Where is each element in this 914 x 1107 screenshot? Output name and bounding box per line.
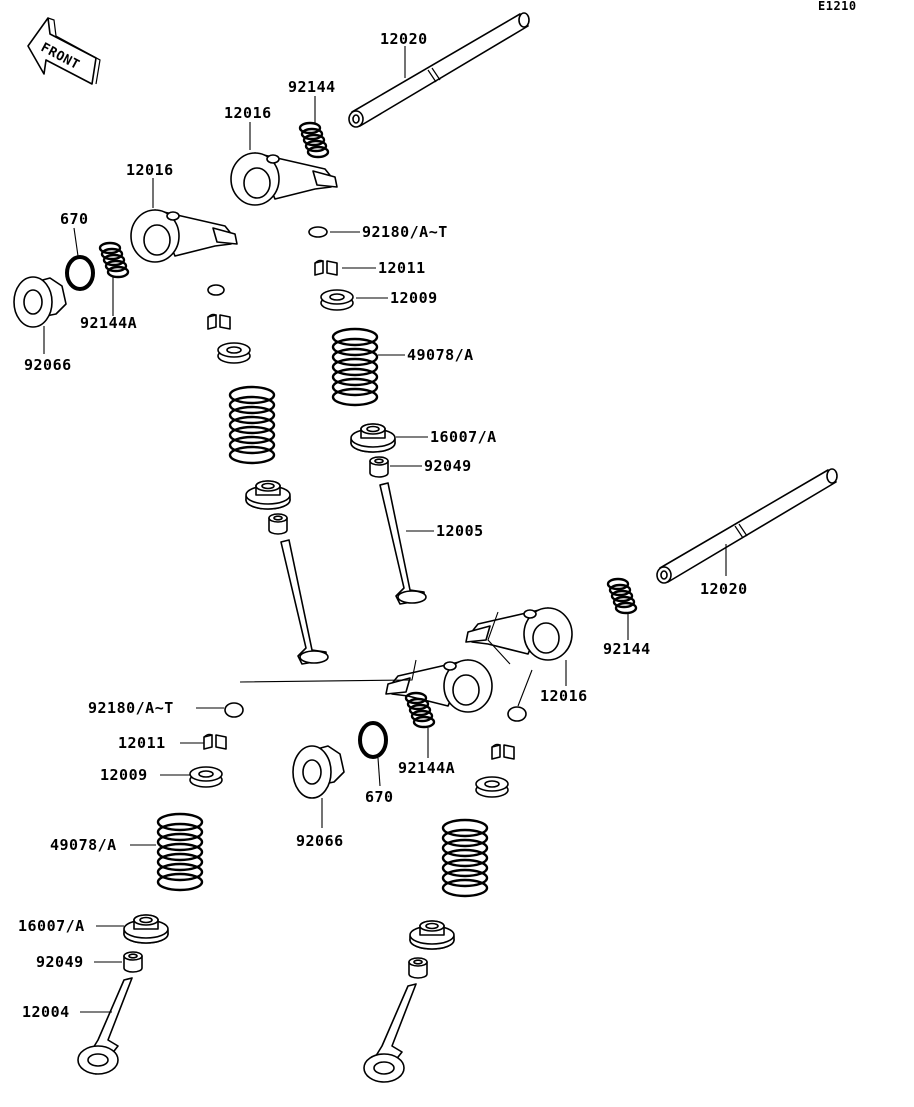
label-92144-lower: 92144 xyxy=(603,640,651,658)
stem-seal-left xyxy=(268,513,288,535)
keeper-lower xyxy=(203,733,227,750)
shim-lower-right xyxy=(507,706,527,722)
stem-seal-lower-left xyxy=(123,951,143,973)
valve-left xyxy=(280,539,329,665)
rocker-spring-lower-right xyxy=(606,577,638,615)
stem-seal-lower-right xyxy=(408,957,428,979)
valve-spring-upper xyxy=(331,327,379,407)
label-49078-lower: 49078/A xyxy=(50,836,117,854)
label-12009-lower: 12009 xyxy=(100,766,148,784)
retainer-lower xyxy=(189,766,223,788)
shim-left xyxy=(207,284,225,296)
label-92180-upper: 92180/A~T xyxy=(362,223,448,241)
label-16007-lower: 16007/A xyxy=(18,917,85,935)
label-92066-left: 92066 xyxy=(24,356,72,374)
retainer-upper xyxy=(320,289,354,311)
label-12005-upper: 12005 xyxy=(436,522,484,540)
spring-seat-lower-left xyxy=(123,914,169,944)
label-12004-lower: 12004 xyxy=(22,1003,70,1021)
valve-spring-lower-left xyxy=(156,812,204,892)
rocker-arm-upper xyxy=(230,152,338,206)
label-12020-upper: 12020 xyxy=(380,30,428,48)
label-92144A-lower: 92144A xyxy=(398,759,455,777)
rocker-shaft-upper xyxy=(348,12,530,128)
valve-upper xyxy=(379,482,427,605)
plug-lower xyxy=(292,745,345,799)
rocker-spring-upper xyxy=(298,121,330,159)
rocker-spring-left xyxy=(98,241,130,279)
plug-left xyxy=(13,276,67,328)
label-12016-upper: 12016 xyxy=(224,104,272,122)
shim-upper xyxy=(308,226,328,238)
label-12020-lower: 12020 xyxy=(700,580,748,598)
label-92066-lower: 92066 xyxy=(296,832,344,850)
label-92049-lower: 92049 xyxy=(36,953,84,971)
keeper-lower-right xyxy=(491,743,515,760)
label-12016-left: 12016 xyxy=(126,161,174,179)
retainer-left xyxy=(217,342,251,364)
valve-spring-lower-right xyxy=(441,818,489,898)
rocker-shaft-lower xyxy=(656,468,838,584)
label-12009-upper: 12009 xyxy=(390,289,438,307)
label-49078-upper: 49078/A xyxy=(407,346,474,364)
rocker-arm-lower-left xyxy=(385,659,493,713)
label-16007-upper: 16007/A xyxy=(430,428,497,446)
rocker-arm-lower-right xyxy=(465,607,573,661)
o-ring-lower xyxy=(358,721,388,759)
stem-seal-upper xyxy=(369,456,389,478)
front-arrow-icon: FRONT xyxy=(27,17,101,85)
label-670-lower: 670 xyxy=(365,788,394,806)
spring-seat-upper xyxy=(350,423,396,453)
spring-seat-left xyxy=(245,480,291,510)
spring-seat-lower-right xyxy=(409,920,455,950)
retainer-lower-right xyxy=(475,776,509,798)
label-92144A-left: 92144A xyxy=(80,314,137,332)
keeper-upper xyxy=(314,259,338,276)
valve-spring-left xyxy=(228,385,276,465)
label-12011-upper: 12011 xyxy=(378,259,426,277)
label-670-left: 670 xyxy=(60,210,89,228)
shim-lower xyxy=(224,702,244,718)
rocker-arm-left xyxy=(130,209,238,263)
label-92180-lower: 92180/A~T xyxy=(88,699,174,717)
label-12016-lower: 12016 xyxy=(540,687,588,705)
label-92144-upper: 92144 xyxy=(288,78,336,96)
valve-lower-left xyxy=(77,977,133,1075)
valve-lower-right xyxy=(363,983,417,1083)
label-92049-upper: 92049 xyxy=(424,457,472,475)
diagram-code: E1210 xyxy=(818,0,857,13)
keeper-left xyxy=(207,313,231,330)
o-ring-left xyxy=(65,255,95,291)
label-12011-lower: 12011 xyxy=(118,734,166,752)
